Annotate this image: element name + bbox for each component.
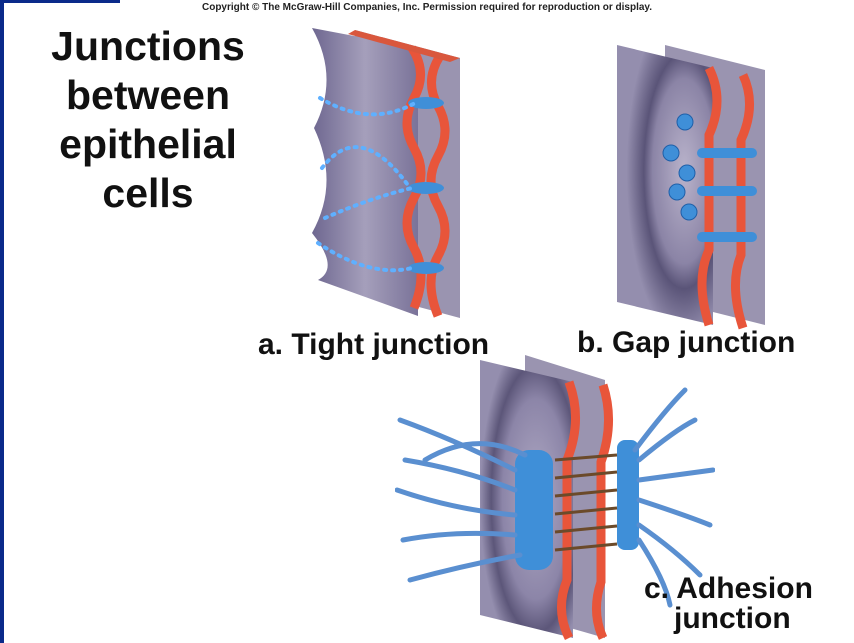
title-line-3: epithelial [59,121,237,167]
membrane-right [592,383,614,640]
label-adhesion-junction-line1: c. Adhesion [644,572,813,605]
slide-edge-top [0,0,120,3]
slide-title: Junctions between epithelial cells [18,22,278,218]
adhesion-junction-illustration [395,355,715,640]
label-adhesion-junction-line2: junction [674,602,791,635]
adhesion-plaque-left [515,450,553,570]
title-line-4: cells [102,170,194,216]
intermediate-filaments [395,387,715,608]
connexon-rosettes [662,113,698,221]
tight-junction-protein [408,97,444,109]
linker-proteins [554,453,618,552]
title-line-2: between [65,72,231,118]
membrane-left [402,45,426,310]
membrane-top-edge [348,30,460,62]
tight-junction-protein [408,262,444,274]
copyright-notice: Copyright © The McGraw-Hill Companies, I… [201,2,653,13]
title-line-1: Junctions [51,23,245,69]
adhesion-plaque-right [617,440,639,550]
slide-edge-left [0,0,4,643]
label-tight-junction: a. Tight junction [258,328,490,361]
tight-junction-strands [316,96,417,273]
cell-front-face [312,28,418,316]
gap-junction-illustration [617,45,765,330]
label-gap-junction: b. Gap junction [577,326,796,359]
membrane-right [730,73,755,330]
gap-junction-channels [697,148,757,242]
tight-junction-protein [408,182,444,194]
tight-junction-illustration [312,28,460,318]
